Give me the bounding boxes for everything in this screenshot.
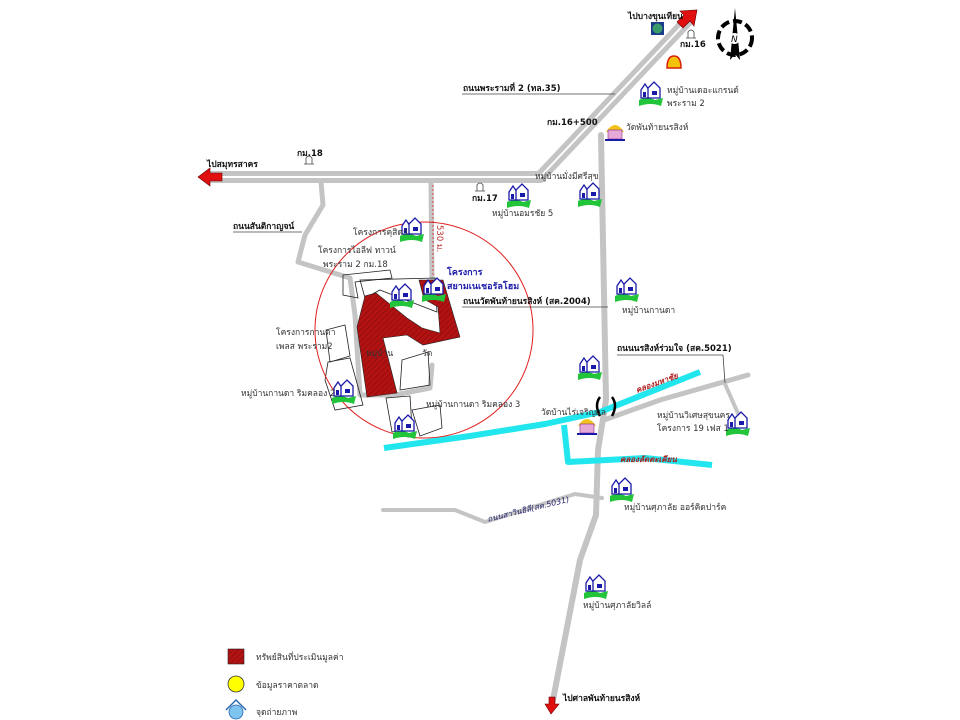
house-icons — [331, 81, 751, 600]
temple-icon — [604, 124, 626, 141]
place-wat-inside: วัด — [422, 349, 432, 359]
radius-circle — [314, 221, 534, 439]
place-wiset-2: โครงการ 19 เฟส 1 — [657, 423, 729, 434]
place-wat-phanthai: วัดพันท้ายนรสิงห์ — [626, 122, 688, 133]
dest-west: ไปสมุทรสาคร — [206, 159, 258, 170]
road-rama2: ถนนพระรามที่ 2 (ทล.35) — [463, 81, 561, 94]
legend-label: ข้อมูลราคาตลาด — [256, 680, 319, 691]
place-kanda-place-2: เพลส พระราม2 — [276, 342, 333, 352]
legend-label: จุดถ่ายภาพ — [256, 708, 297, 718]
legend-market-icon — [227, 675, 245, 693]
legend: ทรัพย์สินที่ประเมินมูลค่า ข้อมูลราคาตลาด… — [225, 648, 343, 720]
shell-icon — [666, 55, 682, 69]
place-the-grand-2: พระราม 2 — [667, 99, 705, 109]
place-kusida: โครงการคุสิดา — [353, 227, 408, 238]
arrow-west-icon — [197, 167, 223, 187]
gas-station-icon — [651, 22, 664, 35]
km18-label: กม.18 — [297, 149, 323, 159]
km17-label: กม.17 — [472, 194, 498, 204]
place-kanda3: หมู่บ้านกานดา ริมคลอง 3 — [426, 399, 520, 410]
place-kanda-place-1: โครงการกานดา — [276, 327, 335, 338]
place-ilife-2: พระราม 2 กม.18 — [323, 260, 388, 270]
road-wat-phanthai: ถนนวัดพันท้ายนรสิงห์ (สค.2004) — [463, 296, 591, 307]
road-santikanyon: ถนนสันติกาญจน์ — [233, 221, 294, 232]
km-marker-icons — [303, 29, 697, 192]
dest-northeast: ไปบางขุนเทียน — [627, 11, 683, 22]
canal-latsatian: คลองลัดตะเคียน — [620, 455, 677, 464]
place-amornchai: หมู่บ้านอมรชัย 5 — [492, 208, 553, 219]
arrow-northeast-icon — [676, 9, 698, 29]
place-wat-rai: วัดบ้านไร่เจริญผล — [541, 407, 606, 418]
legend-subject-swatch — [227, 648, 245, 665]
road-norasing: ถนนนรสิงห์ร่วมใจ (สค.5021) — [617, 343, 732, 354]
canals — [383, 369, 713, 468]
subject-name-2: สยามเนเชอรัลโฮม — [447, 280, 519, 292]
place-the-grand-1: หมู่บ้านเดอะแกรนด์ — [667, 85, 739, 96]
leader-lines — [233, 93, 726, 384]
north-compass-icon: N — [716, 8, 754, 60]
arrow-south-icon — [544, 696, 560, 715]
bridge-icon — [595, 396, 617, 417]
place-wiset-1: หมู่บ้านวิเศษสุขนคร — [657, 410, 730, 421]
temple-icon — [576, 418, 598, 435]
place-supalai-ville: หมู่บ้านศุภาลัยวิลล์ — [583, 600, 651, 611]
distance-label: 530 ม. — [434, 225, 444, 252]
place-mangmee: หมู่บ้านมั่งมีศรีสุข — [535, 170, 599, 182]
km16-500-label: กม.16+500 — [547, 118, 598, 128]
compass-n-label: N — [731, 35, 738, 45]
subject-name-1: โครงการ — [446, 266, 483, 278]
place-ilife-1: โครงการไอลีฟ ทาวน์ — [318, 245, 396, 256]
road-sawan: ถนนสาวินธิลี(สค.5031) — [486, 495, 570, 524]
road-network — [204, 12, 751, 703]
place-village-inside: หมู่บ้าน — [366, 348, 393, 359]
place-kanda: หมู่บ้านกานดา — [622, 305, 675, 316]
place-kanda2: หมู่บ้านกานดา ริมคลอง 2 — [241, 388, 335, 399]
km16-label: กม.16 — [680, 40, 706, 50]
legend-label: ทรัพย์สินที่ประเมินมูลค่า — [256, 651, 343, 663]
dest-south: ไปศาลพันท้ายนรสิงห์ — [562, 693, 641, 704]
place-supalai-orchid: หมู่บ้านศุภาลัย ออร์คิดปาร์ค — [624, 502, 726, 513]
subject-property[interactable] — [356, 279, 461, 398]
legend-photo-icon — [225, 698, 247, 720]
